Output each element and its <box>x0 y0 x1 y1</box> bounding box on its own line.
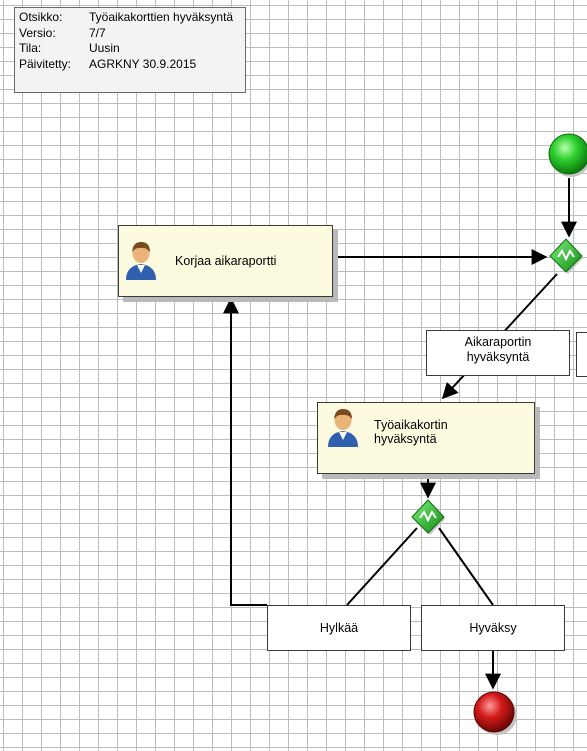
info-row-updated: Päivitetty: AGRKNY 30.9.2015 <box>19 57 245 73</box>
flow-reject <box>346 527 418 606</box>
info-row-title: Otsikko: Työaikakorttien hyväksyntä <box>19 10 245 26</box>
branch-label-clipped[interactable] <box>576 332 587 377</box>
flow-reject-return <box>223 297 267 606</box>
info-row-version: Versio: 7/7 <box>19 26 245 42</box>
user-icon <box>328 409 358 447</box>
start-event-icon[interactable] <box>546 132 587 178</box>
branch-label-report-approval[interactable]: Aikaraportin hyväksyntä <box>426 330 570 376</box>
task-correct-report[interactable]: Korjaa aikaraportti <box>118 225 333 297</box>
info-key: Tila: <box>19 41 42 55</box>
branch-label-reject[interactable]: Hylkää <box>267 605 411 651</box>
flow-approve <box>438 527 494 606</box>
user-icon <box>126 242 156 280</box>
branch-label-line: Aikaraportin <box>464 335 532 349</box>
info-key: Otsikko: <box>19 10 63 24</box>
info-key: Versio: <box>19 25 56 40</box>
end-event-icon[interactable] <box>472 690 518 736</box>
branch-label-line: hyväksyntä <box>466 350 530 364</box>
info-row-status: Tila: Uusin <box>19 41 245 57</box>
task-label-line: hyväksyntä <box>374 432 437 446</box>
info-value: AGRKNY 30.9.2015 <box>89 56 197 71</box>
info-key: Päivitetty: <box>19 56 72 71</box>
task-label-line: Työaikakortin <box>374 418 448 432</box>
info-value: Työaikakorttien hyväksyntä <box>89 10 234 24</box>
info-value: 7/7 <box>89 25 106 40</box>
process-info-box: Otsikko: Työaikakorttien hyväksyntä Vers… <box>14 7 246 93</box>
branch-label-approve[interactable]: Hyväksy <box>421 605 565 651</box>
gateway-diamond-icon[interactable] <box>410 499 446 535</box>
gateway-diamond-icon[interactable] <box>548 238 584 274</box>
task-label: Työaikakortin hyväksyntä <box>374 418 448 446</box>
task-timecard-approval[interactable]: Työaikakortin hyväksyntä <box>317 402 535 474</box>
info-value: Uusin <box>89 41 120 55</box>
task-label: Korjaa aikaraportti <box>175 254 277 268</box>
